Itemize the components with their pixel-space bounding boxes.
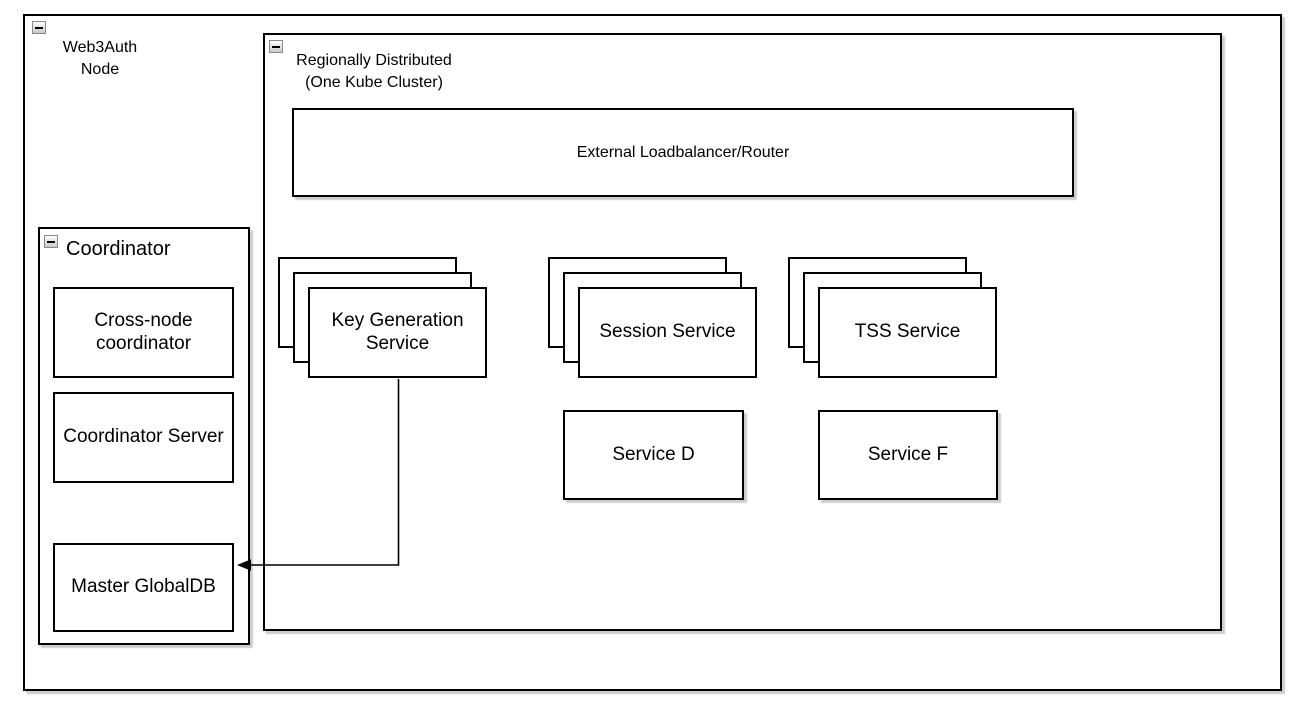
service-f-label: Service F xyxy=(867,443,949,465)
master-globaldb-label: Master GlobalDB xyxy=(71,576,216,598)
group-web3auth-node-label: Web3Auth Node xyxy=(52,37,148,81)
minus-icon xyxy=(272,45,280,48)
service-d-label: Service D xyxy=(612,443,695,465)
group-regional-cluster-label: Regionally Distributed (One Kube Cluster… xyxy=(289,50,459,94)
group-web3auth-node-label-line2: Node xyxy=(80,61,120,78)
group-regional-cluster-label-line2: (One Kube Cluster) xyxy=(305,74,443,91)
group-coordinator[interactable]: Coordinator Cross-node coordinator Coord… xyxy=(38,227,250,645)
shape-master-globaldb[interactable]: Master GlobalDB xyxy=(53,543,234,632)
key-generation-service-label: Key Generation Service xyxy=(331,309,464,354)
cross-node-coordinator-label: Cross-node coordinator xyxy=(94,309,193,354)
group-regional-cluster-label-line1: Regionally Distributed xyxy=(296,52,452,69)
tss-service-label: TSS Service xyxy=(854,321,961,343)
external-loadbalancer-label: External Loadbalancer/Router xyxy=(576,143,790,161)
stack-layer-front[interactable]: TSS Service xyxy=(818,287,997,378)
group-coordinator-label: Coordinator xyxy=(66,238,171,260)
shape-service-d[interactable]: Service D xyxy=(563,410,744,500)
shape-stack-session-service[interactable]: Session Service xyxy=(548,257,757,378)
collapse-icon-web3auth[interactable] xyxy=(32,21,46,34)
stack-layer-front[interactable]: Key Generation Service xyxy=(308,287,487,378)
shape-stack-tss-service[interactable]: TSS Service xyxy=(788,257,997,378)
session-service-label: Session Service xyxy=(599,321,736,343)
shape-cross-node-coordinator[interactable]: Cross-node coordinator xyxy=(53,287,234,378)
group-web3auth-node-label-line1: Web3Auth xyxy=(62,39,138,56)
shape-stack-key-generation-service[interactable]: Key Generation Service xyxy=(278,257,487,378)
minus-icon xyxy=(47,240,55,243)
collapse-icon-coordinator[interactable] xyxy=(44,235,58,248)
minus-icon xyxy=(35,26,43,29)
stack-layer-front[interactable]: Session Service xyxy=(578,287,757,378)
collapse-icon-regional-cluster[interactable] xyxy=(269,40,283,53)
shape-coordinator-server[interactable]: Coordinator Server xyxy=(53,392,234,483)
coordinator-server-label: Coordinator Server xyxy=(63,426,224,448)
shape-service-f[interactable]: Service F xyxy=(818,410,998,500)
shape-external-loadbalancer[interactable]: External Loadbalancer/Router xyxy=(292,108,1074,197)
